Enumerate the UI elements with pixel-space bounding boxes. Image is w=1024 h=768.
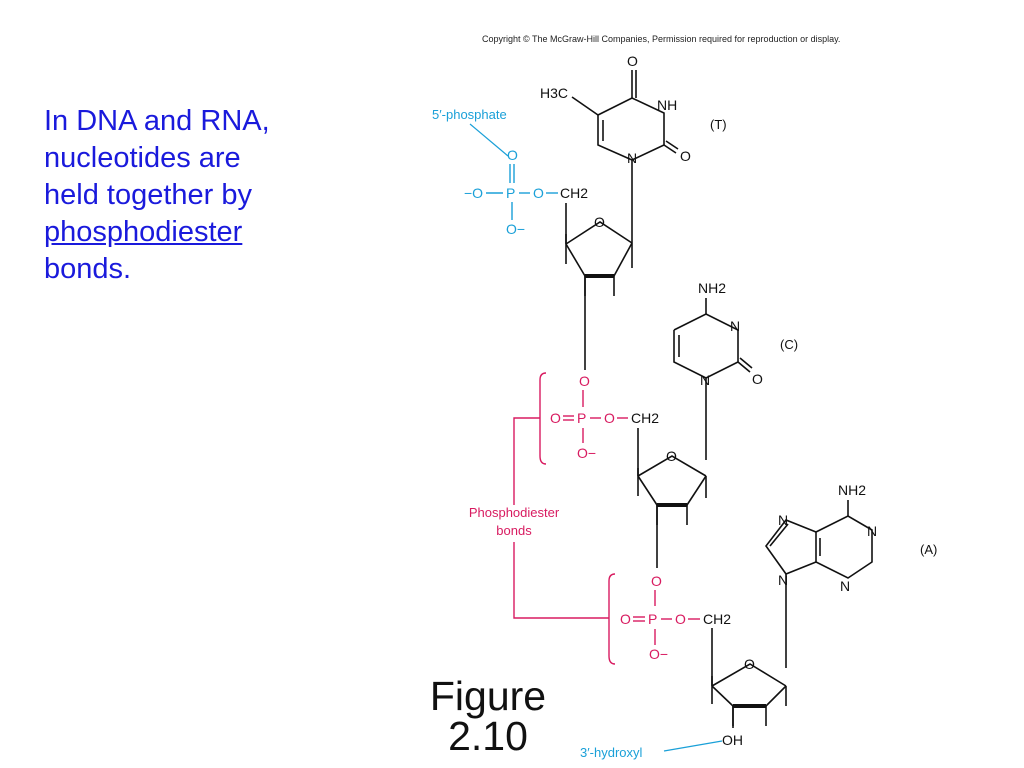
adenine-double-bond: [769, 523, 789, 547]
atom-n: N: [700, 372, 710, 388]
sugar-ring-top: [637, 455, 707, 477]
three-hydroxyl-leader: [663, 740, 723, 752]
atom-p: P: [648, 611, 657, 627]
atom-o: O: [744, 656, 755, 672]
five-phosphate-leader: [469, 123, 509, 157]
sugar-ring-side: [711, 685, 734, 707]
atom-p: P: [506, 185, 515, 201]
atom-o: O: [604, 410, 615, 426]
atom-o: O: [752, 371, 763, 387]
cytosine-base: [673, 298, 753, 460]
sugar-ring-side: [613, 242, 633, 277]
intro-line: bonds.: [44, 253, 132, 285]
phosphodiester-label-line1: Phosphodiester: [469, 505, 560, 520]
intro-keyword: phosphodiester: [44, 216, 243, 248]
cytosine-label: (C): [780, 337, 798, 352]
adenine-five-ring: [765, 519, 817, 575]
figure-word: Figure: [429, 673, 547, 719]
intro-line: held together by: [44, 179, 252, 211]
atom-n: N: [867, 523, 877, 539]
sugar-ring-1: [565, 203, 633, 370]
atom-o: O: [651, 573, 662, 589]
atom-o: O: [550, 410, 561, 426]
atom-oh: OH: [722, 732, 743, 748]
thymine-base: [571, 70, 679, 243]
sugar-ring-side: [686, 475, 707, 506]
sugar-ring-side: [637, 475, 658, 506]
phosphodiester-label-line2: bonds: [496, 523, 532, 538]
atom-o: O: [594, 214, 605, 230]
atom-ch2: CH2: [703, 611, 731, 627]
bonds-connector-top: [513, 417, 540, 505]
atom-minus-o: −O: [464, 185, 483, 201]
atom-o: O: [620, 611, 631, 627]
intro-text: In DNA and RNA, nucleotides are held tog…: [44, 103, 344, 288]
sugar-ring-2: [637, 428, 707, 568]
atom-n: N: [627, 150, 637, 166]
atom-o: O: [666, 448, 677, 464]
adenine-label: (A): [920, 542, 937, 557]
thymine-label: (T): [710, 117, 727, 132]
atom-o: O: [507, 147, 518, 163]
thymine-methyl-bond: [571, 96, 599, 116]
atom-ch2: CH2: [631, 410, 659, 426]
thymine-c2-double: [665, 140, 679, 150]
atom-n: N: [778, 512, 788, 528]
atom-o-minus: O−: [506, 221, 525, 237]
atom-nh: NH: [657, 97, 677, 113]
intro-line: In DNA and RNA,: [44, 105, 270, 137]
atom-h3c: H3C: [540, 85, 568, 101]
atom-nh2: NH2: [698, 280, 726, 296]
sugar-ring-3: [711, 628, 787, 728]
sugar-ring-top: [711, 663, 787, 687]
atom-o-minus: O−: [577, 445, 596, 461]
atom-o: O: [627, 53, 638, 69]
atom-o: O: [675, 611, 686, 627]
intro-line: nucleotides are: [44, 142, 241, 174]
bonds-connector-bottom: [513, 542, 609, 619]
five-phosphate-label: 5′-phosphate: [432, 107, 507, 122]
phosphodiester-bracket-1: [539, 372, 547, 465]
cytosine-carbonyl-bond: [737, 361, 751, 373]
atom-p: P: [577, 410, 586, 426]
figure-label: Figure 2.10: [418, 673, 558, 759]
adenine-six-ring: [815, 515, 873, 579]
cytosine-ring: [673, 313, 739, 379]
three-hydroxyl-label: 3′-hydroxyl: [580, 745, 643, 760]
atom-o: O: [579, 373, 590, 389]
cytosine-carbonyl-double: [739, 357, 753, 369]
copyright-notice: Copyright © The McGraw-Hill Companies, P…: [482, 34, 841, 44]
atom-n: N: [778, 572, 788, 588]
sugar-ring-top: [565, 221, 633, 245]
figure-number: 2.10: [448, 713, 528, 759]
sugar-ring-side: [765, 685, 787, 707]
thymine-c2-bond: [663, 144, 677, 154]
atom-n: N: [840, 578, 850, 594]
phosphodiester-bracket-2: [608, 573, 616, 665]
sugar-ring-side: [565, 243, 586, 277]
atom-o: O: [533, 185, 544, 201]
atom-ch2: CH2: [560, 185, 588, 201]
atom-o: O: [680, 148, 691, 164]
atom-n: N: [730, 318, 740, 334]
atom-nh2: NH2: [838, 482, 866, 498]
adenine-base: [765, 500, 873, 668]
atom-o-minus: O−: [649, 646, 668, 662]
